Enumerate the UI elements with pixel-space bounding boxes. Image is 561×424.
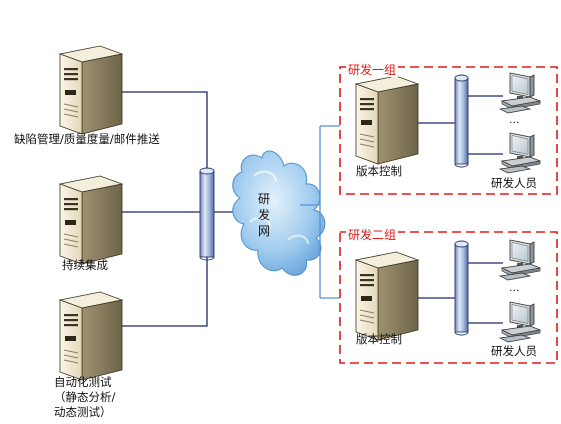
network-to-groups-links	[300, 125, 340, 299]
group2-box	[339, 231, 558, 364]
group2-server-label: 版本控制	[356, 332, 402, 346]
continuous-integration-label: 持续集成	[62, 258, 108, 272]
group2-ellipsis: ...	[509, 281, 520, 294]
rnd-network-cloud	[232, 150, 326, 276]
group1-workstation-2	[499, 132, 541, 174]
automated-test-label-line2: （静态分析/	[54, 390, 116, 404]
group2-workstation-1	[499, 239, 541, 281]
defect-management-label: 缺陷管理/质量度量/邮件推送	[14, 132, 160, 146]
group1-ellipsis: ...	[509, 113, 520, 126]
group1-clients-label: 研发人员	[491, 176, 537, 190]
group2-workstation-2	[499, 301, 541, 343]
network-label-char2: 发	[257, 208, 270, 222]
left-backbone-pipe	[199, 167, 215, 261]
network-label-char1: 研	[257, 192, 270, 206]
group2-title: 研发二组	[346, 228, 399, 242]
group1-workstation-1	[499, 72, 541, 114]
network-label-char3: 网	[257, 224, 270, 238]
group2-version-control-server	[355, 251, 419, 341]
automated-test-label-line1: 自动化测试	[54, 375, 112, 389]
group1-switch-pipe	[454, 74, 469, 168]
group1-title: 研发一组	[346, 63, 399, 77]
automated-test-label-line3: 动态测试）	[54, 405, 112, 419]
group2-clients-label: 研发人员	[491, 344, 537, 358]
left-connections	[110, 91, 248, 327]
defect-management-server	[59, 45, 123, 135]
group1-version-control-server	[355, 75, 419, 165]
group2-switch-pipe	[454, 240, 469, 336]
continuous-integration-server	[59, 175, 123, 265]
group1-box	[339, 66, 558, 195]
automated-test-server	[59, 291, 123, 381]
group1-server-label: 版本控制	[356, 164, 402, 178]
